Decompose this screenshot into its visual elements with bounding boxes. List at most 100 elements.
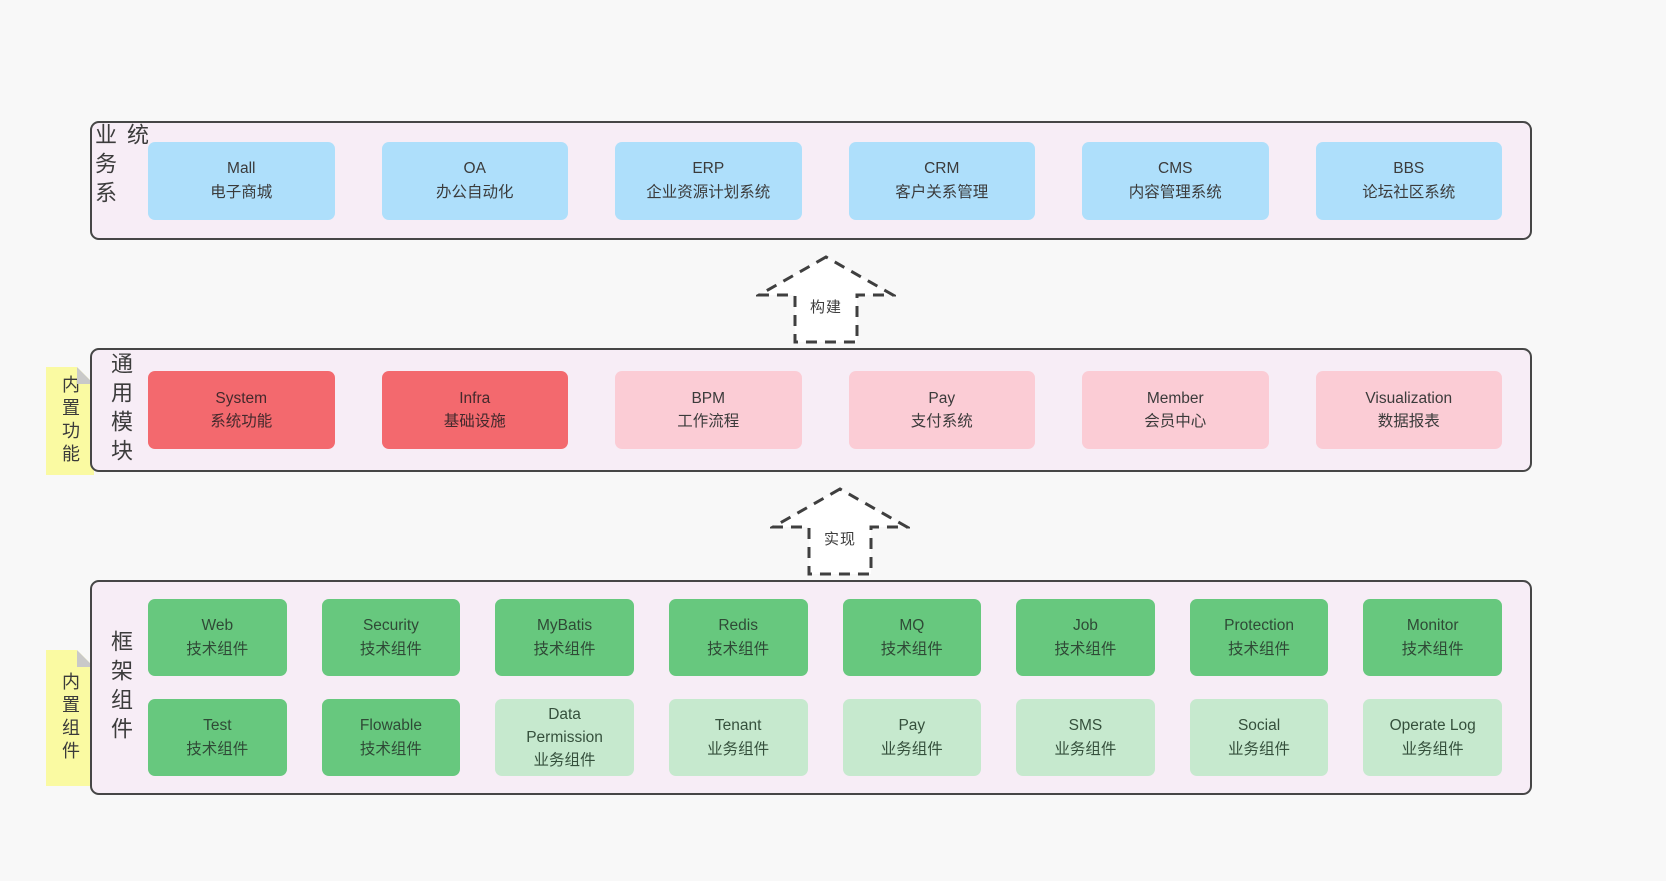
box-subtitle: 技术组件 — [1054, 640, 1117, 658]
panel-common-modules-label: 通用模块 — [108, 352, 133, 468]
box-subtitle: 客户关系管理 — [895, 183, 989, 201]
box-subtitle: 内容管理系统 — [1128, 183, 1222, 201]
box-web: Web 技术组件 — [148, 599, 287, 676]
box-title: MQ — [899, 617, 925, 635]
box-subtitle: 技术组件 — [359, 640, 422, 658]
panel-business-systems-label: 业务系统 — [92, 123, 149, 210]
box-subtitle: 业务组件 — [533, 752, 596, 770]
dashed-up-arrow-icon — [756, 255, 896, 344]
box-subtitle: 技术组件 — [359, 740, 422, 758]
box-mq: MQ 技术组件 — [842, 599, 982, 676]
box-subtitle: 技术组件 — [880, 640, 943, 658]
box-sms: SMS 业务组件 — [1016, 699, 1155, 776]
box-monitor: Monitor 技术组件 — [1363, 599, 1502, 676]
box-title: BPM — [691, 389, 726, 407]
box-title: Job — [1072, 617, 1098, 635]
box-subtitle: 会员中心 — [1144, 413, 1207, 430]
panel-framework-components-label: 框架组件 — [108, 629, 133, 746]
box-subtitle: 系统功能 — [210, 413, 273, 430]
box-oa: OA 办公自动化 — [381, 141, 568, 220]
box-subtitle: 业务组件 — [1228, 740, 1291, 758]
box-pay-component: Pay 业务组件 — [842, 699, 982, 776]
box-security: Security 技术组件 — [321, 599, 461, 676]
box-subtitle: 业务组件 — [880, 740, 943, 758]
box-visualization: Visualization 数据报表 — [1315, 371, 1502, 449]
box-mybatis: MyBatis 技术组件 — [495, 599, 634, 676]
box-data-permission: Data Permission 业务组件 — [495, 699, 634, 776]
box-title: Member — [1146, 389, 1204, 407]
box-bpm: BPM 工作流程 — [615, 371, 802, 449]
box-title: OA — [463, 160, 486, 178]
box-title: Mall — [227, 160, 256, 178]
box-title: System — [215, 389, 268, 407]
box-test: Test 技术组件 — [148, 699, 287, 776]
framework-row-2: Test 技术组件 Flowable 技术组件 Data Permission … — [148, 699, 1502, 776]
box-title: Social — [1237, 717, 1281, 735]
box-erp: ERP 企业资源计划系统 — [615, 141, 802, 220]
box-subtitle: 业务组件 — [1401, 740, 1464, 758]
box-title: Redis — [718, 617, 758, 635]
box-subtitle: 技术组件 — [533, 640, 596, 658]
box-subtitle: 电子商城 — [210, 183, 273, 201]
box-subtitle: 业务组件 — [1054, 740, 1117, 758]
box-title: Security — [362, 617, 419, 635]
box-title: BBS — [1393, 160, 1425, 178]
box-protection: Protection 技术组件 — [1189, 599, 1329, 676]
box-title: CRM — [924, 160, 960, 178]
box-title: Data Permission — [526, 705, 603, 746]
arrow-implement-label: 实现 — [823, 531, 856, 548]
box-cms: CMS 内容管理系统 — [1082, 141, 1269, 220]
box-subtitle: 办公自动化 — [435, 183, 514, 201]
framework-components-grid: Web 技术组件 Security 技术组件 MyBatis 技术组件 Redi… — [148, 582, 1530, 793]
box-bbs: BBS 论坛社区系统 — [1315, 141, 1502, 220]
arrow-implement: 实现 — [770, 486, 910, 578]
box-system: System 系统功能 — [148, 371, 335, 449]
box-infra: Infra 基础设施 — [381, 371, 568, 449]
box-title: MyBatis — [537, 617, 593, 635]
panel-label-column: 通用模块 — [92, 350, 148, 470]
box-subtitle: 技术组件 — [186, 640, 249, 658]
box-title: Web — [201, 617, 234, 635]
box-title: Pay — [928, 389, 956, 407]
box-title: Tenant — [714, 717, 762, 735]
box-subtitle: 基础设施 — [443, 413, 506, 430]
panel-label-column: 业务系统 — [92, 123, 149, 238]
box-title: SMS — [1068, 717, 1103, 735]
framework-row-1: Web 技术组件 Security 技术组件 MyBatis 技术组件 Redi… — [148, 599, 1502, 676]
box-mall: Mall 电子商城 — [148, 141, 335, 220]
panel-business-systems: 业务系统 Mall 电子商城 OA 办公自动化 ERP 企业资源计划系统 CRM… — [90, 121, 1532, 240]
sticky-note-text: 内置功能 — [60, 375, 80, 467]
box-tenant: Tenant 业务组件 — [668, 699, 808, 776]
dashed-up-arrow-icon — [770, 487, 910, 576]
box-title: ERP — [692, 160, 725, 178]
sticky-note-builtin-components: 内置组件 — [46, 650, 94, 786]
arrow-build: 构建 — [756, 254, 896, 346]
box-subtitle: 支付系统 — [910, 413, 973, 430]
box-member: Member 会员中心 — [1082, 371, 1269, 449]
box-subtitle: 数据报表 — [1377, 413, 1440, 430]
box-title: Monitor — [1406, 617, 1459, 635]
box-crm: CRM 客户关系管理 — [848, 141, 1035, 220]
box-redis: Redis 技术组件 — [668, 599, 808, 676]
box-title: Test — [203, 717, 232, 735]
box-flowable: Flowable 技术组件 — [321, 699, 461, 776]
box-subtitle: 业务组件 — [707, 740, 770, 758]
box-subtitle: 企业资源计划系统 — [646, 183, 771, 201]
box-title: Protection — [1224, 617, 1294, 635]
box-title: Pay — [898, 717, 926, 735]
box-subtitle: 技术组件 — [1228, 640, 1291, 658]
box-subtitle: 技术组件 — [707, 640, 770, 658]
box-job: Job 技术组件 — [1016, 599, 1155, 676]
box-operate-log: Operate Log 业务组件 — [1363, 699, 1502, 776]
box-title: CMS — [1158, 160, 1193, 178]
box-title: Infra — [459, 389, 491, 407]
box-pay-module: Pay 支付系统 — [848, 371, 1035, 449]
box-title: Operate Log — [1389, 717, 1476, 735]
box-subtitle: 论坛社区系统 — [1362, 183, 1456, 201]
business-systems-boxes: Mall 电子商城 OA 办公自动化 ERP 企业资源计划系统 CRM 客户关系… — [148, 123, 1530, 238]
box-subtitle: 技术组件 — [1401, 640, 1464, 658]
box-title: Flowable — [359, 717, 422, 735]
sticky-note-builtin-features: 内置功能 — [46, 367, 94, 475]
box-social: Social 业务组件 — [1189, 699, 1329, 776]
